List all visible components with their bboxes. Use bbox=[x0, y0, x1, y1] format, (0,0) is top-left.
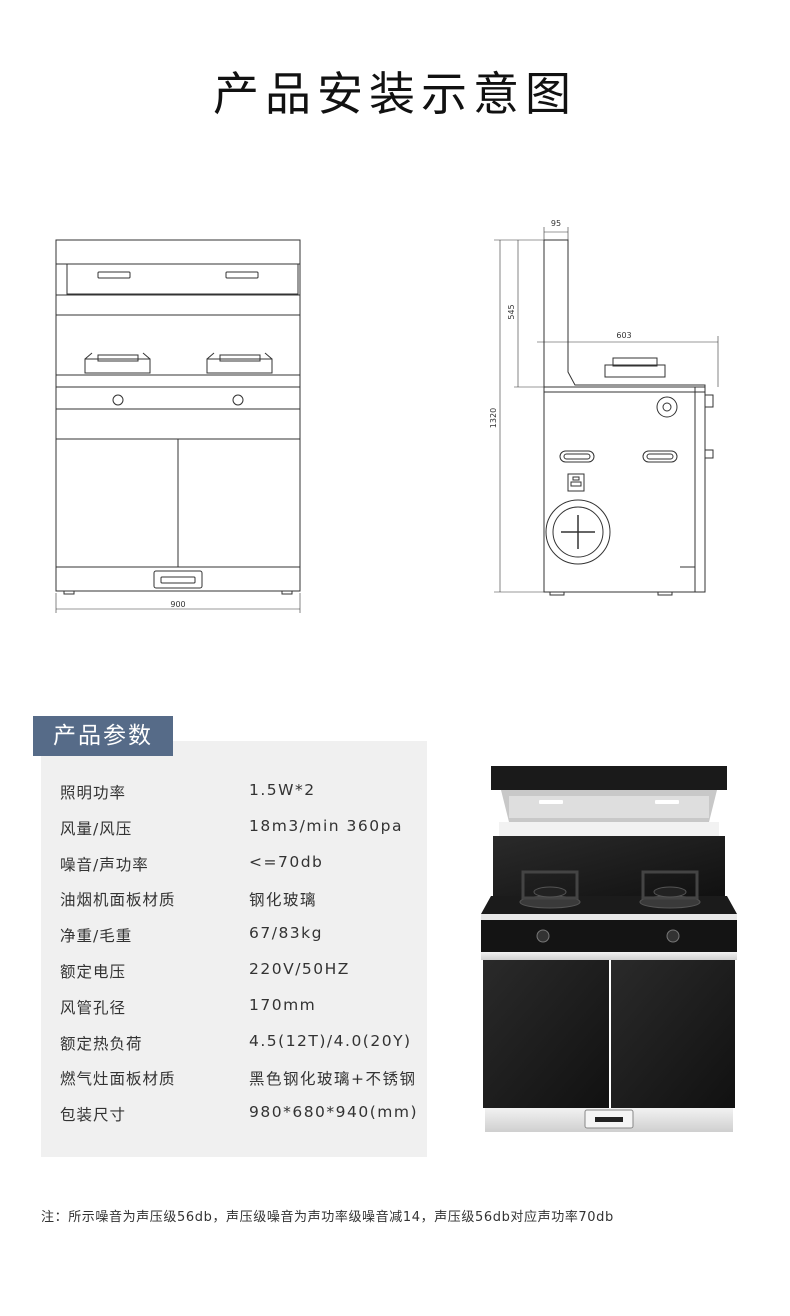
door-left-photo bbox=[483, 960, 609, 1108]
hood-light-right bbox=[655, 800, 679, 804]
param-label: 额定热负荷 bbox=[60, 1034, 143, 1053]
door-right-photo bbox=[611, 960, 735, 1108]
burner-right bbox=[206, 352, 273, 374]
param-value: 黑色钢化玻璃+不锈钢 bbox=[249, 1070, 417, 1089]
hood-light-left bbox=[539, 800, 563, 804]
side-valve bbox=[567, 473, 585, 492]
cabinet-door-right bbox=[177, 438, 301, 568]
params-panel bbox=[41, 741, 427, 1157]
back-glass-panel bbox=[493, 836, 725, 896]
param-value: 220V/50HZ bbox=[249, 959, 350, 978]
param-value: 1.5W*2 bbox=[249, 781, 316, 799]
param-value: 67/83kg bbox=[249, 924, 323, 943]
product-photo bbox=[481, 766, 737, 1132]
total-height-label: 1320 bbox=[489, 408, 498, 428]
param-value: 980*680*940(mm) bbox=[249, 1103, 419, 1122]
light-bar-right bbox=[225, 271, 259, 279]
backpanel-height-label: 545 bbox=[507, 304, 516, 319]
side-body-outline bbox=[543, 239, 706, 593]
page-title: 产品安装示意图 bbox=[213, 67, 577, 121]
param-label: 额定电压 bbox=[60, 962, 127, 981]
control-panel bbox=[481, 920, 737, 952]
cooktop-glass bbox=[481, 896, 737, 914]
side-view-drawing: 95 545 603 1320 bbox=[489, 219, 719, 596]
param-label: 噪音/声功率 bbox=[60, 855, 149, 874]
burner-left bbox=[84, 352, 151, 374]
params-tab: 产品参数 bbox=[33, 716, 173, 756]
param-label: 风量/风压 bbox=[60, 819, 133, 838]
param-value: 18m3/min 360pa bbox=[249, 816, 403, 835]
width-dimension-label: 900 bbox=[170, 600, 185, 609]
side-handle-left bbox=[559, 450, 595, 463]
burner-right-photo bbox=[639, 870, 701, 909]
param-label: 燃气灶面板材质 bbox=[60, 1070, 176, 1089]
drawer-handle bbox=[153, 570, 203, 589]
param-row: 净重/毛重 67/83kg bbox=[60, 918, 430, 954]
light-bar-left bbox=[97, 271, 131, 279]
param-row: 包装尺寸 980*680*940(mm) bbox=[60, 1097, 430, 1133]
burner-left-photo bbox=[519, 870, 581, 909]
param-row: 额定热负荷 4.5(12T)/4.0(20Y) bbox=[60, 1026, 430, 1062]
params-list: 照明功率 1.5W*2 风量/风压 18m3/min 360pa 噪音/声功率 <=7… bbox=[60, 775, 430, 1133]
param-row: 照明功率 1.5W*2 bbox=[60, 775, 430, 811]
param-row: 噪音/声功率 <=70db bbox=[60, 847, 430, 883]
cabinet-door-left bbox=[55, 438, 179, 568]
top-depth-label: 95 bbox=[551, 219, 561, 228]
param-label: 包装尺寸 bbox=[60, 1106, 127, 1125]
knob-left bbox=[112, 394, 124, 406]
hood-top bbox=[491, 766, 727, 790]
param-label: 净重/毛重 bbox=[60, 927, 133, 946]
param-label: 照明功率 bbox=[60, 784, 127, 802]
param-value: 钢化玻璃 bbox=[249, 891, 318, 910]
param-row: 燃气灶面板材质 黑色钢化玻璃+不锈钢 bbox=[60, 1061, 430, 1097]
knob-left-photo bbox=[536, 929, 550, 943]
param-value: <=70db bbox=[249, 852, 324, 871]
param-row: 额定电压 220V/50HZ bbox=[60, 954, 430, 990]
param-label: 油烟机面板材质 bbox=[60, 891, 176, 910]
front-view-drawing: 900 bbox=[55, 239, 301, 613]
side-knob bbox=[656, 396, 678, 418]
footnote: 注：所示噪音为声压级56db，声压级噪音为声功率级噪音减14，声压级56db对应… bbox=[41, 1210, 614, 1225]
knob-right bbox=[232, 394, 244, 406]
side-handle-right bbox=[642, 450, 678, 463]
param-value: 4.5(12T)/4.0(20Y) bbox=[249, 1031, 412, 1050]
param-row: 油烟机面板材质 钢化玻璃 bbox=[60, 882, 430, 918]
param-row: 风管孔径 170mm bbox=[60, 990, 430, 1026]
knob-right-photo bbox=[666, 929, 680, 943]
param-row: 风量/风压 18m3/min 360pa bbox=[60, 811, 430, 847]
param-label: 风管孔径 bbox=[60, 998, 127, 1017]
param-value: 170mm bbox=[249, 995, 317, 1014]
side-fan bbox=[545, 499, 611, 565]
hood-top-outline bbox=[55, 239, 301, 265]
side-burner bbox=[604, 364, 666, 378]
cooktop-depth-label: 603 bbox=[616, 331, 631, 340]
